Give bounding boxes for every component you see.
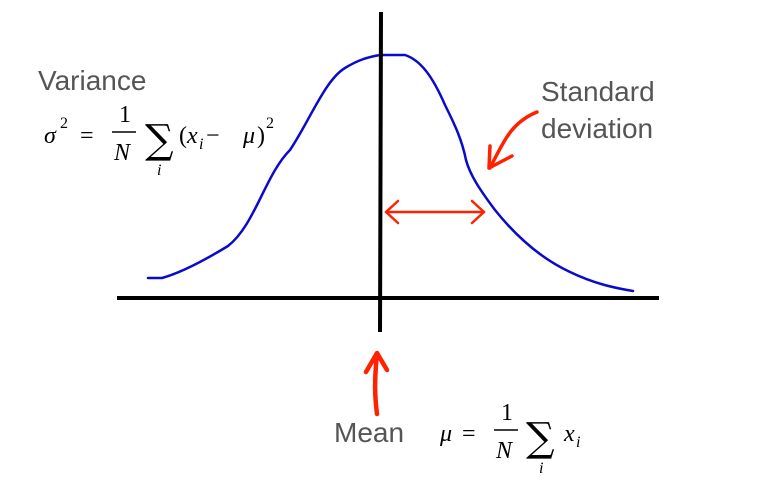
svg-text:x: x bbox=[186, 123, 198, 149]
mean-formula: μ = 1 N ∑ i x i bbox=[439, 400, 580, 477]
svg-text:=: = bbox=[462, 421, 476, 447]
svg-text:i: i bbox=[539, 460, 543, 477]
svg-text:): ) bbox=[257, 123, 265, 149]
bell-curve bbox=[146, 53, 635, 293]
svg-text:μ: μ bbox=[439, 421, 452, 447]
std-label-line1: Standard bbox=[541, 76, 655, 107]
svg-text:∑: ∑ bbox=[526, 415, 555, 461]
svg-text:∑: ∑ bbox=[145, 117, 174, 163]
svg-text:1: 1 bbox=[501, 400, 513, 426]
svg-text:N: N bbox=[495, 438, 514, 464]
svg-text:=: = bbox=[80, 123, 94, 149]
svg-text:i: i bbox=[157, 162, 161, 179]
svg-text:2: 2 bbox=[60, 115, 68, 132]
variance-formula: σ 2 = 1 N ∑ i ( x i − μ ) 2 bbox=[44, 102, 274, 179]
svg-text:μ: μ bbox=[242, 123, 255, 149]
svg-text:1: 1 bbox=[119, 102, 131, 128]
svg-text:x: x bbox=[563, 421, 575, 447]
mean-pointer-arrow bbox=[363, 350, 390, 417]
std-deviation-double-arrow bbox=[384, 199, 486, 225]
svg-text:σ: σ bbox=[44, 123, 57, 149]
svg-text:i: i bbox=[199, 136, 203, 153]
std-label-line2: deviation bbox=[541, 113, 653, 144]
svg-text:2: 2 bbox=[266, 115, 274, 132]
mean-line bbox=[378, 11, 383, 333]
std-deviation-pointer-arrow bbox=[487, 110, 539, 170]
svg-text:N: N bbox=[113, 140, 132, 166]
svg-text:i: i bbox=[576, 434, 580, 451]
svg-text:(: ( bbox=[179, 123, 187, 149]
svg-text:−: − bbox=[206, 123, 220, 149]
variance-label: Variance bbox=[38, 65, 146, 96]
mean-label: Mean bbox=[334, 417, 404, 448]
